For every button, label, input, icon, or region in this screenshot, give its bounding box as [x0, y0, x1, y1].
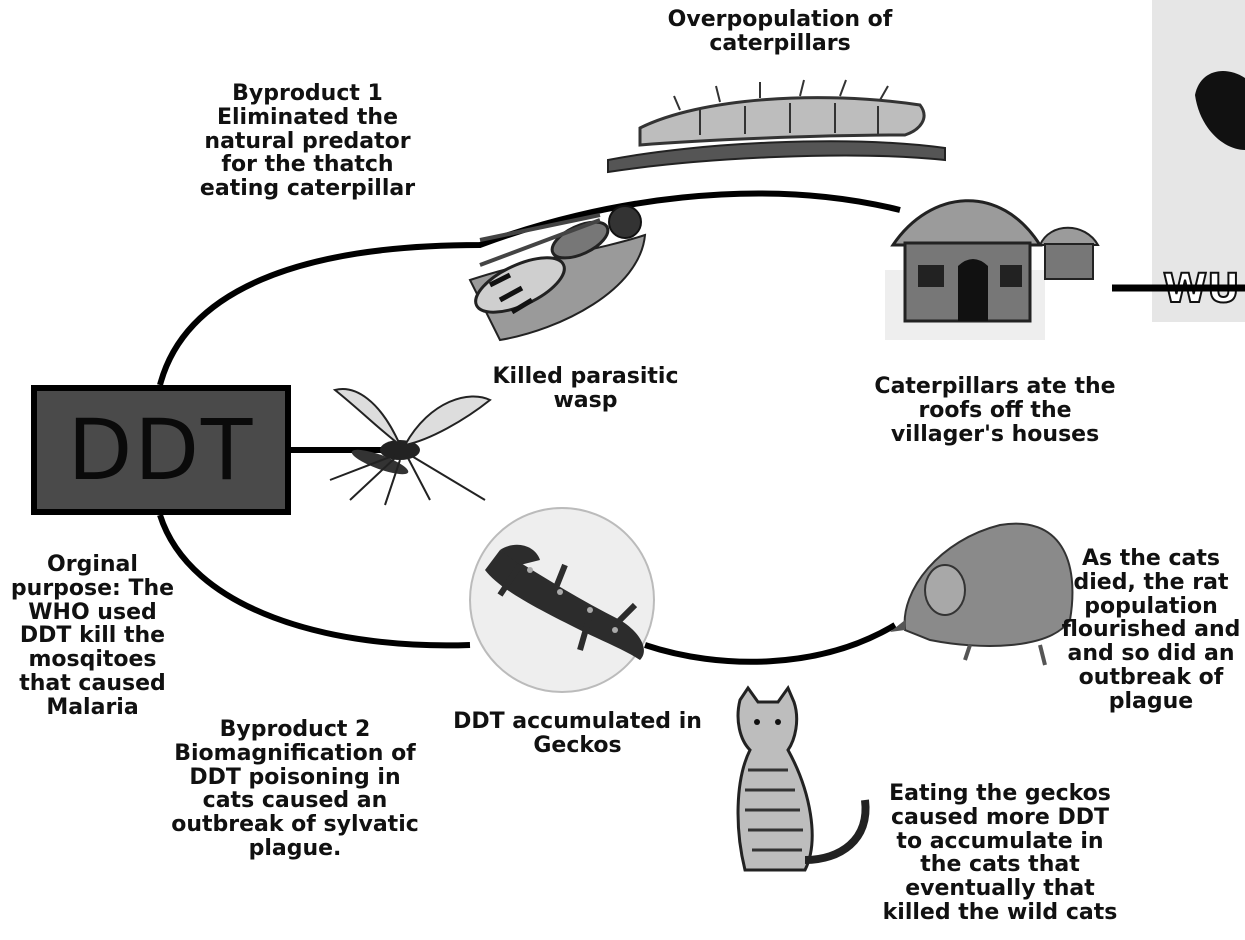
label-ddt-geckos: DDT accumulated in Geckos [445, 710, 710, 758]
ddt-box-label: DDT [34, 388, 288, 512]
label-rats-plague: As the cats died, the rat population flo… [1058, 547, 1244, 713]
wasp-icon [468, 206, 645, 340]
label-byproduct-1: Byproduct 1 Eliminated the natural preda… [180, 82, 435, 201]
label-caterpillars-roofs: Caterpillars ate the roofs off the villa… [860, 375, 1130, 446]
label-original-purpose: Orginal purpose: The WHO used DDT kill t… [5, 553, 180, 719]
label-overpopulation: Overpopulation of caterpillars [650, 8, 910, 56]
label-byproduct-2: Byproduct 2 Biomagnification of DDT pois… [160, 718, 430, 861]
caterpillar-icon [608, 80, 945, 172]
hut-icon [885, 201, 1098, 340]
label-killed-wasp: Killed parasitic wasp [478, 365, 693, 413]
label-eating-geckos: Eating the geckos caused more DDT to acc… [870, 782, 1130, 925]
cropped-photo: WU [1152, 0, 1245, 322]
rat-icon [890, 524, 1072, 665]
gecko-icon [470, 508, 654, 692]
cat-icon [738, 688, 866, 870]
